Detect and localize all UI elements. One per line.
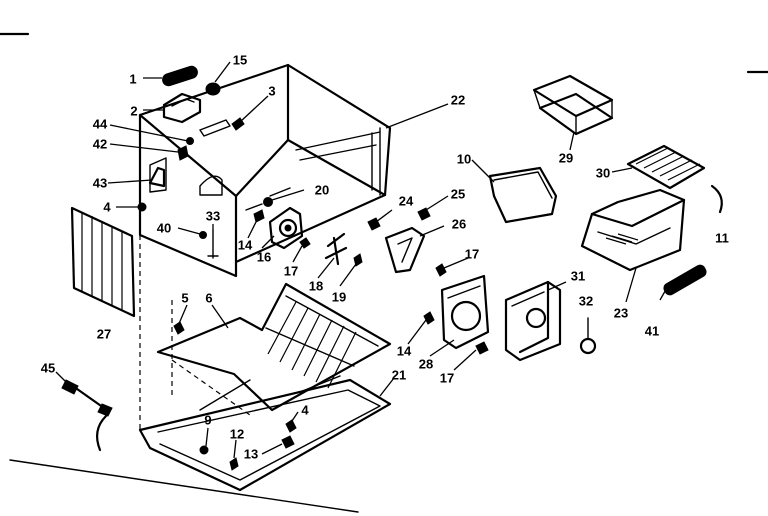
callout-19: 19 <box>331 289 347 305</box>
fan-shroud-28 <box>440 274 490 350</box>
side-panel-27 <box>70 206 136 318</box>
callout-6: 6 <box>205 290 213 306</box>
part-12 <box>229 457 239 471</box>
callout-17: 17 <box>283 263 299 279</box>
callout-24: 24 <box>398 193 414 209</box>
callout-31: 31 <box>570 268 586 284</box>
callout-11: 11 <box>715 230 729 246</box>
scan-mark <box>9 459 359 513</box>
part-32 <box>579 317 597 355</box>
part-43 <box>148 166 166 188</box>
part-4 <box>285 419 297 433</box>
callout-16: 16 <box>256 249 272 265</box>
callout-32: 32 <box>578 293 594 309</box>
callout-17: 17 <box>464 246 480 262</box>
callout-40: 40 <box>156 220 172 236</box>
cord-45 <box>61 379 113 452</box>
callout-23: 23 <box>613 305 629 321</box>
ice-tray-30 <box>626 144 706 190</box>
callout-4: 4 <box>301 402 309 418</box>
liner-front-edge <box>171 359 251 416</box>
screw-17 <box>299 237 311 249</box>
callout-42: 42 <box>92 136 108 152</box>
liner-front-edge <box>139 235 151 449</box>
callout-9: 9 <box>204 412 212 428</box>
bracket-26 <box>384 226 426 274</box>
callout-41: 41 <box>644 323 660 339</box>
cover-31 <box>504 280 562 362</box>
plug-15 <box>205 82 221 96</box>
callout-21: 21 <box>391 367 407 383</box>
grille-1 <box>162 65 198 87</box>
callout-28: 28 <box>418 356 434 372</box>
callout-44: 44 <box>92 116 108 132</box>
callout-22: 22 <box>450 92 466 108</box>
callout-3: 3 <box>268 83 276 99</box>
part-19 <box>353 253 363 267</box>
part-25 <box>417 207 431 221</box>
callout-13: 13 <box>243 446 259 462</box>
callout-45: 45 <box>40 360 56 376</box>
screw-17 <box>435 263 447 277</box>
fan-blade-18 <box>324 232 348 266</box>
callout-29: 29 <box>558 150 574 166</box>
callout-14: 14 <box>237 237 253 253</box>
part-13 <box>281 435 295 449</box>
clip-5 <box>173 321 185 335</box>
handle-2 <box>162 92 202 124</box>
shelf-29 <box>532 74 614 136</box>
screw-14 <box>423 311 435 325</box>
callout-25: 25 <box>450 186 466 202</box>
shelf-6 <box>156 282 392 412</box>
callout-26: 26 <box>451 216 467 232</box>
callout-12: 12 <box>229 426 245 442</box>
part-4 <box>137 202 147 212</box>
callout-10: 10 <box>456 151 472 167</box>
callout-2: 2 <box>130 103 138 119</box>
callout-14: 14 <box>396 343 412 359</box>
strip-41 <box>663 264 707 296</box>
ice-bucket-23 <box>580 188 686 272</box>
leader-lines <box>55 61 669 459</box>
clip-11 <box>710 184 723 214</box>
part-40 <box>199 231 207 239</box>
part-42 <box>177 145 189 161</box>
fan-motor-16 <box>268 206 304 250</box>
callout-27: 27 <box>96 326 112 342</box>
screw-17 <box>475 341 489 355</box>
callout-1: 1 <box>129 71 137 87</box>
callout-15: 15 <box>232 52 248 68</box>
ice-bin-10 <box>488 166 558 224</box>
callout-5: 5 <box>181 290 189 306</box>
callout-33: 33 <box>205 208 221 224</box>
callout-43: 43 <box>92 175 108 191</box>
part-33 <box>207 229 219 259</box>
part-20 <box>263 197 273 207</box>
part-9 <box>199 445 209 455</box>
callout-18: 18 <box>308 278 324 294</box>
callout-17: 17 <box>439 370 455 386</box>
callout-20: 20 <box>314 182 330 198</box>
part-14 <box>253 209 265 223</box>
drain-pan-21 <box>138 375 392 492</box>
callout-30: 30 <box>595 165 611 181</box>
callout-4: 4 <box>103 199 111 215</box>
